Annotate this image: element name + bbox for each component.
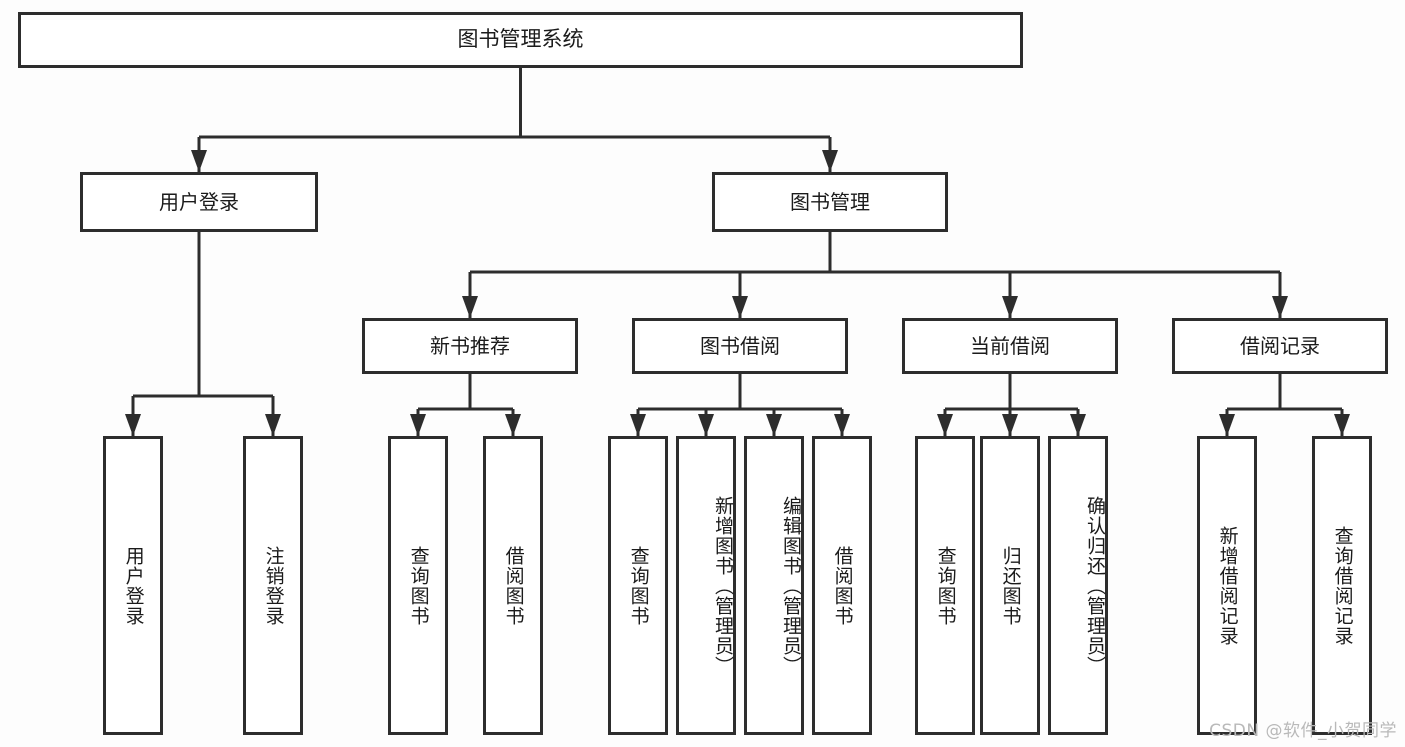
node-leaf-borrow-book[interactable]: 借阅图书 [812, 436, 872, 735]
node-borrow-record[interactable]: 借阅记录 [1172, 318, 1388, 374]
node-leaf-borrow-book-rec[interactable]: 借阅图书 [483, 436, 543, 735]
node-root[interactable]: 图书管理系统 [18, 12, 1023, 68]
node-label: 编辑图书（管理员） [780, 495, 802, 676]
node-leaf-add-book-admin[interactable]: 新增图书（管理员） [676, 436, 736, 735]
node-label: 查询借阅记录 [1331, 525, 1354, 646]
node-label: 图书管理 [790, 189, 870, 214]
node-book-manage[interactable]: 图书管理 [712, 172, 948, 232]
node-leaf-user-login[interactable]: 用户登录 [103, 436, 163, 735]
node-label: 用户登录 [159, 189, 239, 214]
node-label: 查询图书 [934, 545, 957, 626]
node-leaf-edit-book-admin[interactable]: 编辑图书（管理员） [744, 436, 804, 735]
node-label: 确认归还（管理员） [1084, 495, 1106, 676]
node-new-book-rec[interactable]: 新书推荐 [362, 318, 578, 374]
node-label: 查询图书 [407, 545, 430, 626]
node-leaf-add-borrow-record[interactable]: 新增借阅记录 [1197, 436, 1257, 735]
node-label: 归还图书 [999, 545, 1022, 626]
node-leaf-query-book-current[interactable]: 查询图书 [915, 436, 975, 735]
node-label: 新增图书（管理员） [712, 495, 734, 676]
node-book-borrow[interactable]: 图书借阅 [632, 318, 848, 374]
node-label: 新书推荐 [430, 333, 510, 358]
node-user-login[interactable]: 用户登录 [80, 172, 318, 232]
node-label: 借阅图书 [831, 545, 854, 626]
node-leaf-return-book[interactable]: 归还图书 [980, 436, 1040, 735]
node-label: 当前借阅 [970, 333, 1050, 358]
node-label: 用户登录 [122, 545, 145, 626]
node-leaf-query-book-rec[interactable]: 查询图书 [388, 436, 448, 735]
node-leaf-query-borrow-record[interactable]: 查询借阅记录 [1312, 436, 1372, 735]
node-label: 查询图书 [627, 545, 650, 626]
node-leaf-confirm-return-admin[interactable]: 确认归还（管理员） [1048, 436, 1108, 735]
node-label: 注销登录 [262, 545, 285, 626]
node-label: 借阅记录 [1240, 333, 1320, 358]
node-current-borrow[interactable]: 当前借阅 [902, 318, 1118, 374]
node-leaf-query-book-borrow[interactable]: 查询图书 [608, 436, 668, 735]
node-label: 图书管理系统 [457, 27, 584, 52]
node-label: 借阅图书 [502, 545, 525, 626]
node-label: 新增借阅记录 [1216, 525, 1239, 646]
node-label: 图书借阅 [700, 333, 780, 358]
csdn-watermark: CSDN @软件_小贺同学 [1209, 721, 1397, 741]
node-leaf-user-logout[interactable]: 注销登录 [243, 436, 303, 735]
